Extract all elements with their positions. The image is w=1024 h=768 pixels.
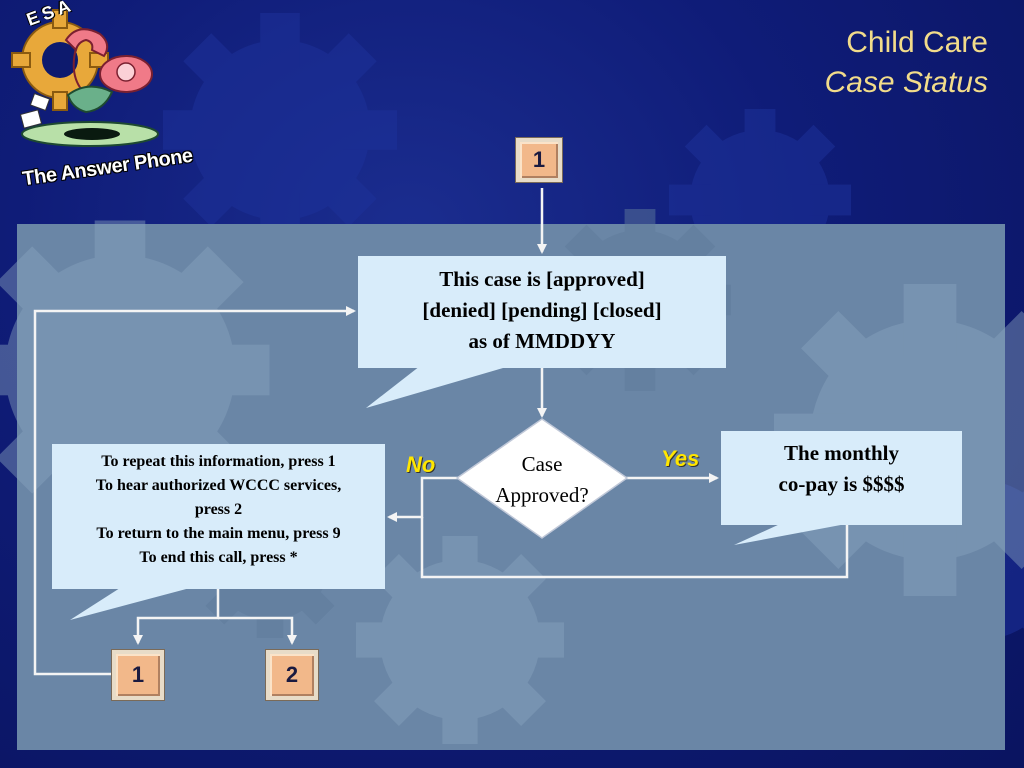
menu-bubble-tail xyxy=(70,588,190,620)
answer-phone-logo xyxy=(11,9,159,147)
copay-line-1: The monthly xyxy=(784,441,899,465)
menu-line-5: To end this call, press * xyxy=(139,549,298,566)
menu-line-4: To return to the main menu, press 9 xyxy=(96,525,341,542)
copay-bubble: The monthly co-pay is $$$$ xyxy=(721,431,962,525)
no-branch-arrow xyxy=(387,476,458,522)
menu-line-1: To repeat this information, press 1 xyxy=(101,453,336,470)
menu-to-box1-arrow xyxy=(133,589,220,645)
status-bubble-tail xyxy=(366,366,510,408)
status-line-3: as of MMDDYY xyxy=(468,329,616,353)
repeat-loop-arrow xyxy=(33,306,356,676)
yes-branch-label: Yes xyxy=(661,446,700,471)
bottom-step-box-2: 2 xyxy=(265,649,319,701)
copay-return-line xyxy=(420,517,849,579)
case-status-bubble: This case is [approved] [denied] [pendin… xyxy=(358,256,726,368)
copay-bubble-tail xyxy=(734,524,846,545)
decision-line-1: Case xyxy=(521,452,563,476)
bottom-step-box-1: 1 xyxy=(111,649,165,701)
no-branch-label: No xyxy=(406,452,436,477)
status-line-1: This case is [approved] xyxy=(439,267,645,291)
menu-to-box2-arrow xyxy=(218,616,297,645)
decision-line-2: Approved? xyxy=(495,483,589,507)
menu-line-3: press 2 xyxy=(194,501,243,518)
telephone-icon xyxy=(64,28,153,97)
decision-diamond xyxy=(455,418,629,539)
decision-text: Case Approved? xyxy=(458,449,626,511)
status-line-2: [denied] [pending] [closed] xyxy=(422,298,662,322)
menu-line-2: To hear authorized WCCC services, xyxy=(95,477,342,494)
copay-line-2: co-pay is $$$$ xyxy=(778,472,905,496)
slide-title: Child Care xyxy=(846,26,988,59)
start-step-box: 1 xyxy=(515,137,563,183)
menu-options-bubble: To repeat this information, press 1 To h… xyxy=(52,444,385,589)
slide-subtitle: Case Status xyxy=(824,66,988,99)
